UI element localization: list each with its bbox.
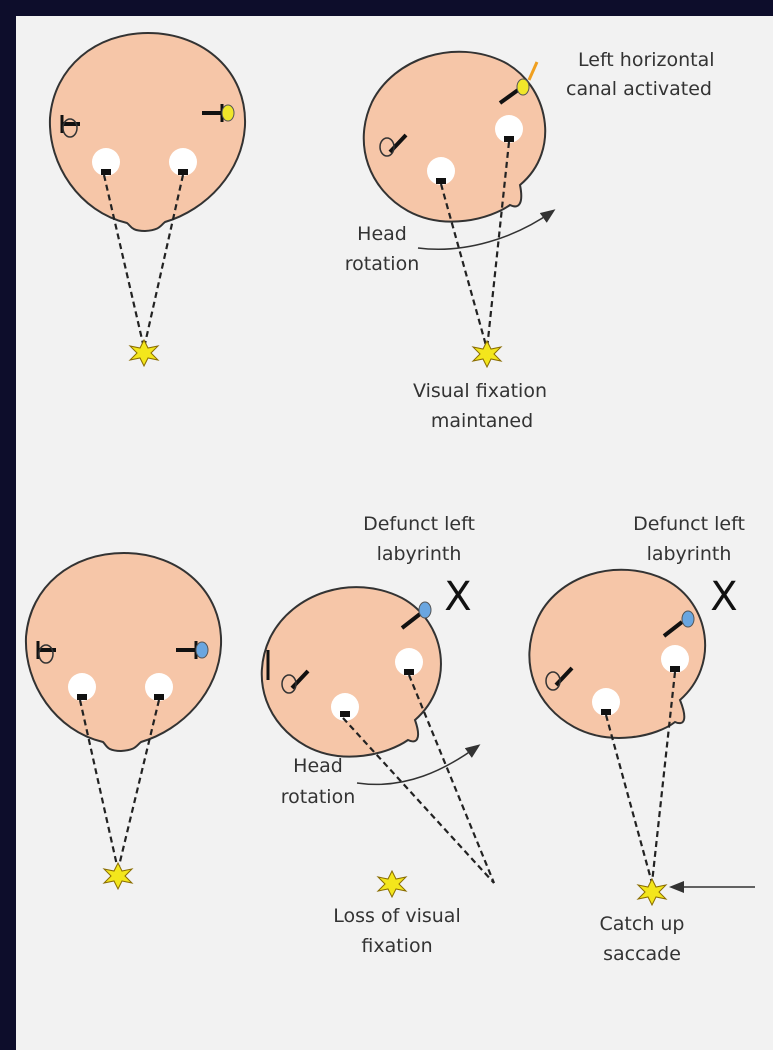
eye-pupil xyxy=(504,136,514,142)
eye-pupil xyxy=(178,169,188,175)
eye-pupil xyxy=(404,669,414,675)
label-catch-up-2: saccade xyxy=(603,943,681,965)
x-mark-right: X xyxy=(710,574,737,620)
eye-pupil xyxy=(154,694,164,700)
target-star-icon xyxy=(378,871,406,897)
head-rotating-defunct xyxy=(262,587,494,897)
eye-pupil xyxy=(601,709,611,715)
head-rest-bottom xyxy=(26,553,221,889)
eye-pupil xyxy=(101,169,111,175)
label-head-rotation-bottom-1: Head xyxy=(293,755,343,777)
label-head-rotation-bottom-2: rotation xyxy=(281,786,356,808)
label-catch-up-1: Catch up xyxy=(600,913,685,935)
target-star-icon xyxy=(473,341,501,367)
label-fixation-maintained-2: maintaned xyxy=(431,410,533,432)
label-defunct-mid-1: Defunct left xyxy=(363,513,475,535)
eye-pupil xyxy=(340,711,350,717)
x-mark-mid: X xyxy=(444,574,471,620)
head-saccade xyxy=(529,570,755,905)
head-rest-top xyxy=(50,33,245,366)
target-star-icon xyxy=(130,340,158,366)
label-defunct-right-2: labyrinth xyxy=(647,543,732,565)
label-canal-activated-1: Left horizontal xyxy=(578,49,715,71)
label-head-rotation-top-2: rotation xyxy=(345,253,420,275)
eye-pupil xyxy=(436,178,446,184)
head-rotating-top xyxy=(364,52,553,367)
label-loss-fixation-2: fixation xyxy=(361,935,432,957)
label-fixation-maintained-1: Visual fixation xyxy=(413,380,547,402)
head-icon xyxy=(50,33,245,231)
target-star-icon xyxy=(104,863,132,889)
label-canal-activated-2: canal activated xyxy=(566,78,712,100)
target-star-icon xyxy=(638,879,666,905)
label-head-rotation-top-1: Head xyxy=(357,223,407,245)
eye-pupil xyxy=(670,666,680,672)
label-loss-fixation-1: Loss of visual xyxy=(333,905,460,927)
label-defunct-right-1: Defunct left xyxy=(633,513,745,535)
eye-pupil xyxy=(77,694,87,700)
label-defunct-mid-2: labyrinth xyxy=(377,543,462,565)
